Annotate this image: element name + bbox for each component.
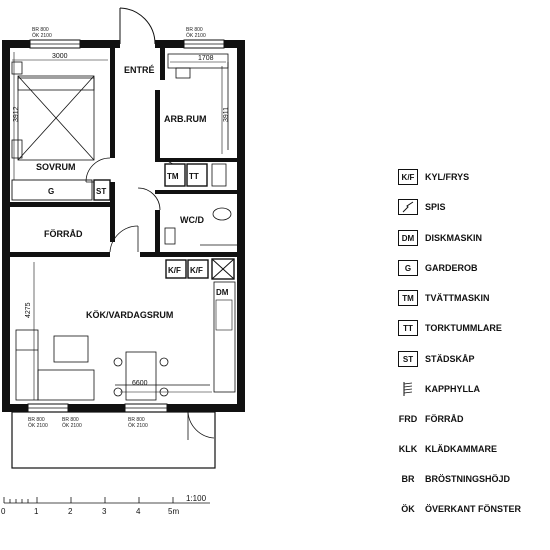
dimension-lines [12,52,226,400]
legend-row-frd: FRD FÖRRÅD [398,410,464,428]
dim-1708: 1708 [198,55,214,62]
cleaning-cupboard [93,179,111,201]
legend-symbol-klk: KLK [398,441,418,457]
dim-4275: 4275 [25,302,32,318]
tumble-dryer-label: TT [189,172,199,181]
room-arbrum: ARB.RUM [164,114,207,124]
svg-text:0: 0 [1,507,6,516]
legend-symbol-dm: DM [398,230,418,246]
dim-3912: 3912 [13,106,20,122]
legend-text-kf: KYL/FRYS [425,172,470,182]
sofa [15,329,95,401]
washing-machine-label: TM [167,172,179,181]
entrance-door[interactable] [119,7,156,45]
legend-symbol-st: ST [398,351,418,367]
room-forrad: FÖRRÅD [44,229,83,239]
legend-row-st: ST STÄDSKÅP [398,350,475,368]
interior-walls [10,48,237,257]
dim-3000: 3000 [52,53,68,60]
study-desk [167,53,229,79]
kitchen-appliances: K/F K/F DM [165,258,236,393]
coffee-table [53,335,89,363]
scale-labels: 0 1 2 3 4 5m 1:100 [1,494,207,516]
legend-text-st: STÄDSKÅP [425,354,475,364]
legend-row-klk: KLK KLÄDKAMMARE [398,440,497,458]
svg-text:4: 4 [136,507,141,516]
room-entre: ENTRÉ [124,65,155,75]
svg-text:ÖK 2100: ÖK 2100 [186,32,206,39]
legend-row-tt: TT TORKTUMMLARE [398,319,502,337]
legend-symbol-tt: TT [398,320,418,336]
svg-text:1: 1 [34,507,39,516]
dishwasher-label: DM [216,288,229,297]
legend-symbol-ok: ÖK [398,501,418,517]
legend-symbol-kf: K/F [398,169,418,185]
fridge-label-2: K/F [190,266,203,275]
legend-text-dm: DISKMASKIN [425,233,483,243]
legend-row-kapphylla: KAPPHYLLA [398,380,480,398]
scale-bar [3,497,210,504]
dining-set [113,351,169,401]
cleaning-cupboard-label: ST [96,187,106,196]
dim-3911: 3911 [223,107,230,122]
room-wcd: WC/D [180,215,204,225]
outer-walls [2,40,245,412]
legend-text-g: GARDEROB [425,263,478,273]
svg-text:2: 2 [68,507,73,516]
legend-row-g: G GARDEROB [398,259,478,277]
top-windows [29,39,225,49]
legend-text-br: BRÖSTNINGSHÖJD [425,474,511,484]
fridge-label-1: K/F [168,266,181,275]
svg-text:3: 3 [102,507,107,516]
stove-icon [398,199,418,215]
scale-ratio: 1:100 [186,494,207,503]
laundry-sink [211,163,227,187]
legend-text-ok: ÖVERKANT FÖNSTER [425,504,522,514]
svg-text:BR 800: BR 800 [28,417,45,423]
dim-6600: 6600 [132,380,148,387]
legend-text-tt: TORKTUMMLARE [425,323,502,333]
legend-text-frd: FÖRRÅD [425,414,464,424]
balcony [11,411,216,469]
svg-text:BR 800: BR 800 [62,417,79,423]
svg-text:ÖK 2100: ÖK 2100 [62,422,82,429]
window-height-labels: BR 800 ÖK 2100 BR 800 ÖK 2100 BR 800 ÖK … [28,27,206,429]
coat-rack-icon [398,381,418,397]
svg-text:ÖK 2100: ÖK 2100 [28,422,48,429]
legend-text-klk: KLÄDKAMMARE [425,444,497,454]
legend-symbol-g: G [398,260,418,276]
svg-text:5m: 5m [168,507,179,516]
legend-text-spis: SPIS [425,202,446,212]
legend-row-kf: K/F KYL/FRYS [398,168,469,186]
nightstands [11,61,23,159]
tumble-dryer [186,163,208,187]
svg-text:ÖK 2100: ÖK 2100 [128,422,148,429]
legend-symbol-frd: FRD [398,411,418,427]
room-sovrum: SOVRUM [36,162,76,172]
legend-row-dm: DM DISKMASKIN [398,229,482,247]
wardrobe [11,179,93,201]
legend-text-kapphylla: KAPPHYLLA [425,384,481,394]
wardrobe-label: G [48,187,54,196]
legend-row-tm: TM TVÄTTMASKIN [398,289,490,307]
legend-symbol-br: BR [398,471,418,487]
svg-text:BR 800: BR 800 [128,417,145,423]
svg-text:ÖK 2100: ÖK 2100 [32,32,52,39]
room-kok: KÖK/VARDAGSRUM [86,310,173,320]
legend-symbol-tm: TM [398,290,418,306]
legend-row-spis: SPIS [398,198,446,216]
bed [17,75,95,161]
legend-row-ok: ÖK ÖVERKANT FÖNSTER [398,500,521,518]
svg-text:BR 800: BR 800 [32,27,49,33]
svg-text:BR 800: BR 800 [186,27,203,33]
legend-row-br: BR BRÖSTNINGSHÖJD [398,470,510,488]
toilet-and-sink [164,207,237,246]
legend-text-tm: TVÄTTMASKIN [425,293,490,303]
washing-machine [164,163,186,187]
